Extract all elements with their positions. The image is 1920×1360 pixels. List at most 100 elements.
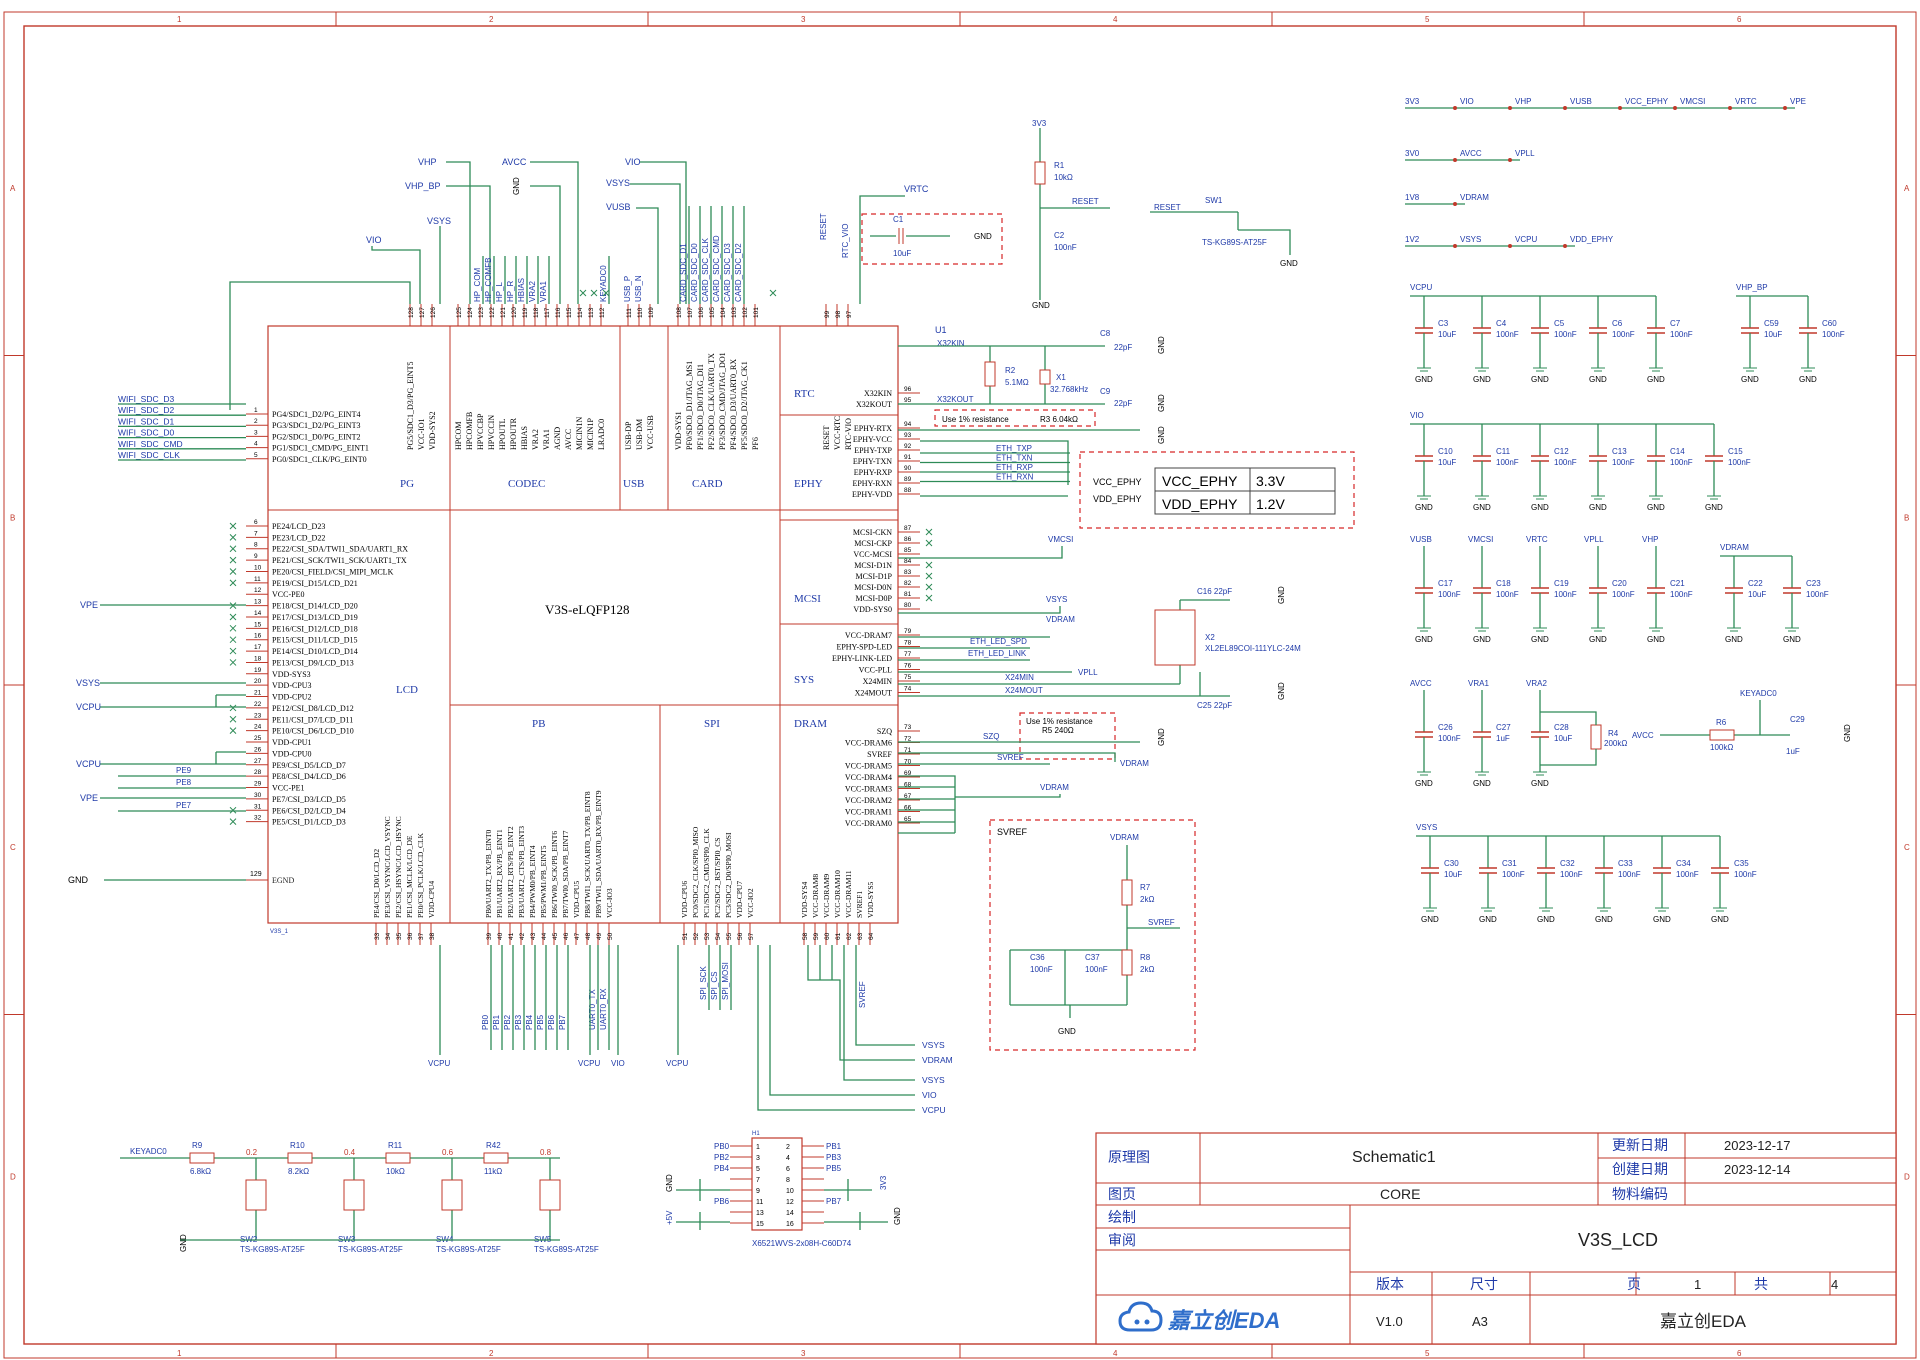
pin-label: PE2/CSI_HSYNC/LCD_HSYNC [394,816,403,918]
key-resistor-value: 8.2kΩ [288,1167,309,1176]
pin-number: 111 [626,308,633,318]
c2-val: 100nF [1054,243,1077,252]
pin-label: VCC-RTC [833,416,842,450]
tb-size: A3 [1472,1314,1488,1329]
usb-n-label: USB_N [634,275,643,302]
pin-label: PB6/TWI0_SCK/PB_EINT6 [550,831,559,918]
wifi-net-label: WIFI_SDC_D3 [118,394,174,404]
pin-label: PB0/UART2_TX/PB_EINT0 [484,829,493,918]
pin-label: HPOUTR [509,417,518,450]
pin-label: EPHY-VCC [853,435,892,444]
net-gnd-left: GND [68,875,89,885]
grid-row-right: C [1904,843,1910,852]
pin-label: PG1/SDC1_CMD/PG_EINT1 [272,444,369,453]
pin-number: 44 [541,932,548,940]
pin-label: VDD-CPU1 [272,738,312,747]
pin-label: VRA2 [531,429,540,450]
cap-gnd: GND [1537,915,1555,924]
cap-name: C17 [1438,579,1453,588]
grid-row-left: A [10,184,16,193]
codec-net-label: HBIAS [517,278,526,302]
cap-value: 100nF [1560,870,1583,879]
pin-label: VDD-CPU0 [272,749,312,758]
key-switch-part: TS-KG89S-AT25F [534,1245,599,1254]
pin-label: MCSI-D1N [854,561,892,570]
cap-value: 100nF [1734,870,1757,879]
pin-number: 46 [563,932,570,940]
x2-gnd-1: GND [1277,586,1286,604]
tb-version: V1.0 [1376,1314,1403,1329]
vcc-ephy-net: VCC_EPHY [1093,477,1142,487]
net-vio-usb: VIO [625,157,641,167]
pin-label: PG3/SDC1_D2/PG_EINT3 [272,421,360,430]
power-net-label: 3V3 [1405,97,1420,106]
tb-update-label: 更新日期 [1612,1137,1668,1153]
pin-number: 22 [254,701,262,708]
cap-gnd: GND [1741,375,1759,384]
pin-number: 36 [407,932,414,940]
grid-col-top: 6 [1737,15,1742,24]
header-net-label: PB1 [826,1142,842,1151]
x1-name: X1 [1056,373,1066,382]
net-vpe-2: VPE [80,793,98,803]
pin-label: HPOUTL [498,418,507,450]
net-vio-top: VIO [366,235,382,245]
net-vmcsi: VMCSI [1048,535,1073,544]
cap-name: C22 [1748,579,1763,588]
pb-net-label: PB3 [514,1014,523,1030]
section-ephy: EPHY [794,478,823,490]
pb-net-label: PB6 [547,1014,556,1030]
pin-number: 70 [904,759,912,766]
grid-row-left: D [10,1172,16,1181]
sw1-gnd: GND [1280,259,1298,268]
pin-label: VCC-DRAM9 [822,874,831,918]
pin-number: 128 [408,307,415,318]
pin-number: 20 [254,678,262,685]
pin-label: EPHY-SPD-LED [836,643,892,652]
cap-value: 10uF [1764,330,1782,339]
pin-number: 63 [857,932,864,940]
pin-number: 13 [254,599,262,606]
chip-name: V3S-eLQFP128 [545,602,630,617]
pin-label: AVCC [564,429,573,450]
pin-number: 42 [519,932,526,940]
spi-net-label: SPI_CS [710,972,719,1000]
grid-row-right: A [1904,184,1910,193]
cap-name: C3 [1438,319,1449,328]
tb-pagenum: 1 [1694,1277,1701,1292]
pin-label: EPHY-VDD [852,490,892,499]
pin-label: EPHY-RXP [854,468,893,477]
pin-number: 121 [500,307,507,318]
pin-number: 88 [904,487,912,494]
pin-number: 89 [904,476,912,483]
r6-value: 100kΩ [1710,743,1733,752]
pin-label: SZQ [877,727,892,736]
pin-number: 11 [254,576,261,583]
pin-number: 68 [904,782,912,789]
pin-label: PE4/CSI_D0/LCD_D2 [372,849,381,918]
power-net-label: 1V8 [1405,193,1420,202]
pin-number: 93 [904,432,912,439]
power-net-label: VIO [1460,97,1474,106]
dram-block: Use 1% resistance SZQ R5 240Ω GND SVREF … [898,712,1166,834]
c1-name: C1 [893,215,904,224]
pin-number: 61 [835,932,842,940]
cap-value: 100nF [1554,590,1577,599]
tb-draw-label: 绘制 [1108,1209,1136,1225]
c8-gnd: GND [1157,336,1166,354]
pin-label: PG5/SDC1_D3/PG_EINT5 [406,362,415,450]
cap-value: 10uF [1438,330,1456,339]
pin-label: VCC-PE1 [272,784,304,793]
wifi-net-label: WIFI_SDC_D0 [118,428,174,438]
pb-net-label: PB5 [536,1014,545,1030]
cap-value: 100nF [1496,590,1519,599]
decoupling: VCPUC310uFGNDC4100nFGNDC5100nFGNDC6100nF… [1410,283,1852,924]
power-net-label: VSYS [1460,235,1481,244]
codec-net-label: KEYADC0 [599,265,608,302]
pin-label: PE14/CSI_D10/LCD_D14 [272,647,358,656]
tb-total-label: 共 [1754,1276,1768,1292]
power-net-label: 1V2 [1405,235,1420,244]
pin-label: EPHY-TXN [853,457,892,466]
pin-label: PE13/CSI_D9/LCD_D13 [272,658,354,667]
